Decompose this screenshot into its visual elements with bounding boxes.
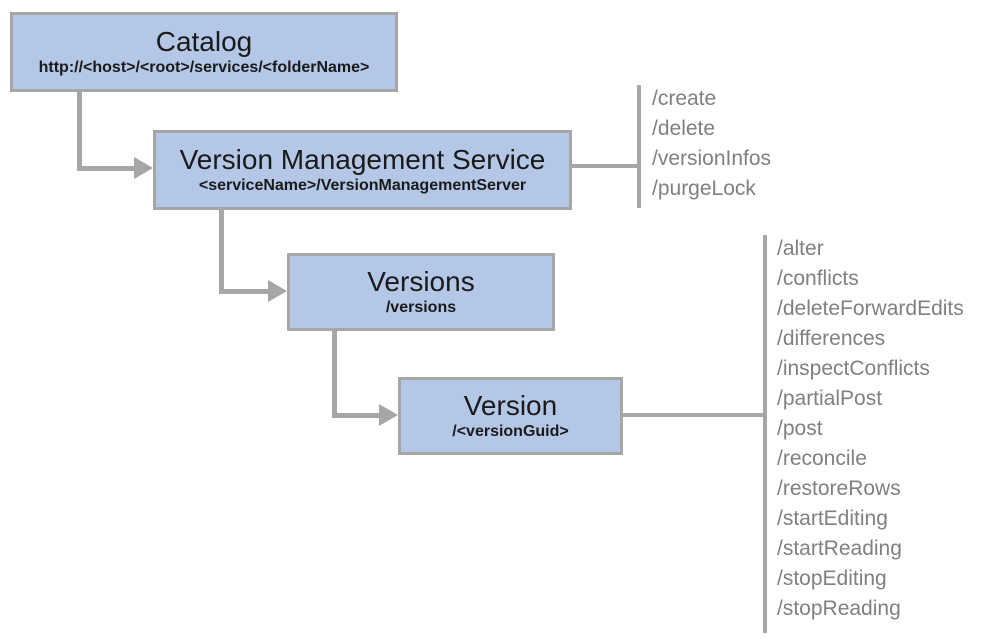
connector-vertical-segment [219, 210, 224, 294]
operation-item: /alter [777, 237, 824, 260]
connector-horizontal-segment [219, 289, 269, 294]
operation-item: /conflicts [777, 267, 859, 290]
branch-vertical-line [763, 235, 767, 633]
branch-horizontal-line [572, 164, 640, 168]
operation-item: /differences [777, 327, 886, 350]
operation-item: /stopEditing [777, 567, 887, 590]
node-version: Version /<versionGuid> [398, 377, 623, 455]
connector-vertical-segment [77, 92, 82, 171]
operation-item: /create [652, 87, 717, 110]
node-catalog: Catalog http://<host>/<root>/services/<f… [10, 12, 398, 92]
arrowhead-icon [268, 280, 287, 302]
operation-item: /deleteForwardEdits [777, 297, 964, 320]
node-version-management-service-title: Version Management Service [179, 143, 546, 175]
node-version-management-service-url: <serviceName>/VersionManagementServer [198, 176, 527, 194]
node-versions-title: Versions [367, 265, 475, 297]
node-version-title: Version [463, 389, 558, 421]
branch-vertical-line [637, 85, 641, 208]
node-version-url: /<versionGuid> [452, 422, 569, 440]
arrowhead-icon [134, 157, 153, 179]
node-catalog-title: Catalog [155, 25, 253, 57]
version-operations-list: /alter/conflicts/deleteForwardEdits/diff… [777, 234, 964, 624]
vms-operations-list: /create/delete/versionInfos/purgeLock [652, 84, 771, 204]
operation-item: /purgeLock [652, 177, 756, 200]
connector-horizontal-segment [332, 413, 379, 418]
operation-item: /delete [652, 117, 716, 140]
operation-item: /startReading [777, 537, 902, 560]
connector-vertical-segment [332, 331, 337, 418]
operation-item: /inspectConflicts [777, 357, 930, 380]
operation-item: /partialPost [777, 387, 883, 410]
operation-item: /stopReading [777, 597, 901, 620]
node-versions-url: /versions [385, 298, 457, 316]
arrowhead-icon [379, 404, 398, 426]
operation-item: /versionInfos [652, 147, 772, 170]
operation-item: /post [777, 417, 823, 440]
operation-item: /startEditing [777, 507, 888, 530]
operation-item: /restoreRows [777, 477, 901, 500]
node-versions: Versions /versions [287, 253, 555, 331]
branch-horizontal-line [623, 413, 766, 417]
node-version-management-service: Version Management Service <serviceName>… [153, 130, 572, 210]
operation-item: /reconcile [777, 447, 867, 470]
node-catalog-url: http://<host>/<root>/services/<folderNam… [38, 58, 370, 76]
connector-horizontal-segment [77, 166, 135, 171]
